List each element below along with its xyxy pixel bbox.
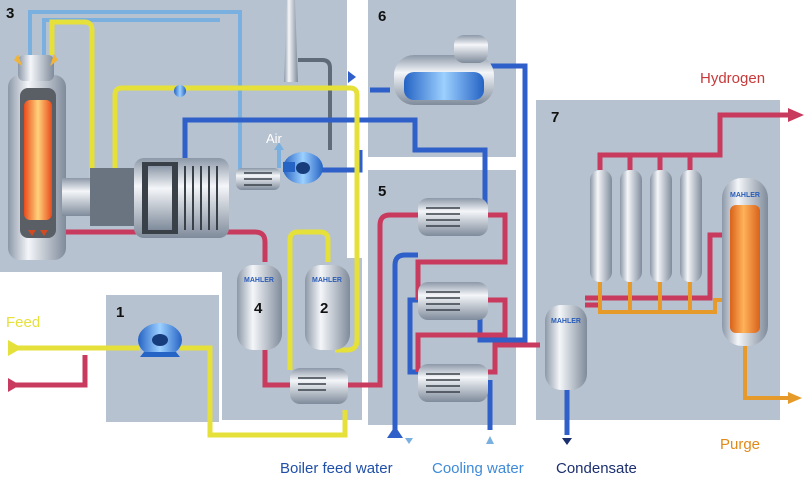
convection-section (62, 85, 229, 238)
air-pipes (28, 10, 281, 178)
shift-reactor-4: MAHLER (237, 265, 282, 350)
feed-heat-exchanger (290, 368, 348, 404)
section-number-2: 2 (320, 300, 329, 317)
heat-exchanger-1 (418, 198, 488, 236)
purge-label: Purge (720, 436, 761, 453)
section-number-5: 5 (378, 183, 387, 200)
feed-label: Feed (6, 314, 41, 331)
purge-tank-logo: MAHLER (730, 192, 760, 199)
process-gas-pipes (16, 112, 790, 388)
heat-exchanger-3 (418, 364, 488, 402)
condensate-label: Condensate (556, 460, 637, 477)
condensate-separator: MAHLER (545, 305, 587, 390)
reactor-4-logo: MAHLER (244, 277, 274, 284)
section-number-3: 3 (6, 5, 15, 22)
psa-adsorbers (590, 170, 702, 282)
flow-arrows (8, 71, 804, 445)
boiler-feed-water-label: Boiler feed water (280, 460, 393, 477)
purge-buffer-tank: MAHLER (722, 178, 768, 346)
reactor-2-logo: MAHLER (312, 277, 342, 284)
section-number-4: 4 (254, 300, 263, 317)
water-pipes (182, 63, 570, 435)
feed-pipes (16, 19, 360, 438)
air-preheater (236, 168, 280, 190)
air-label: Air (266, 131, 282, 146)
feed-compressor (138, 323, 182, 357)
shift-reactor-2: MAHLER (305, 265, 350, 350)
separator-logo: MAHLER (551, 318, 581, 325)
hydrogen-label: Hydrogen (700, 70, 766, 87)
reformer-furnace (8, 54, 66, 260)
purge-pipes (598, 282, 790, 400)
section-number-7: 7 (551, 109, 560, 126)
heat-exchanger-2 (418, 282, 488, 320)
panel-1-compressor (106, 295, 219, 422)
section-number-6: 6 (378, 8, 387, 25)
section-number-1: 1 (116, 304, 125, 321)
cooling-water-label: Cooling water (432, 460, 524, 477)
chimney (284, 0, 332, 150)
steam-drum (394, 35, 494, 105)
air-blower (283, 152, 323, 184)
